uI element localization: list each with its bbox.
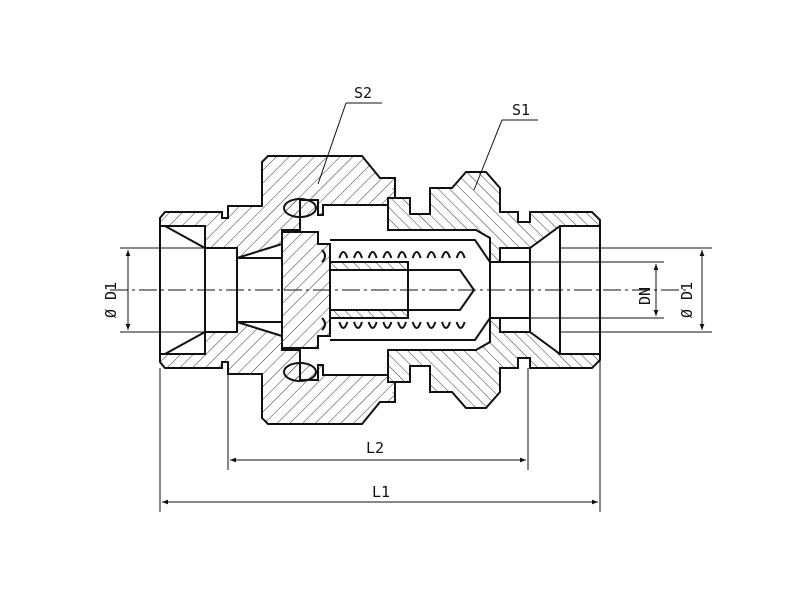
label-d1-left: Ø D1 [102, 282, 120, 318]
bore-lines [237, 257, 530, 323]
spring-coil [367, 321, 378, 329]
dimensions [120, 102, 712, 512]
label-s1: S1 [512, 101, 530, 119]
spring-coil [411, 321, 422, 329]
spring-coil [397, 321, 407, 329]
spring-coil [426, 251, 437, 259]
label-d1-right: Ø D1 [678, 282, 696, 318]
o-rings [283, 198, 317, 382]
poppet-stem-lower [329, 309, 409, 319]
spring-coil [397, 251, 407, 259]
s1-leader [473, 119, 503, 191]
spring-coil [367, 251, 378, 259]
spring [321, 249, 466, 331]
s2-leader [317, 102, 347, 185]
spring-coil [455, 321, 466, 329]
spring-coil [441, 251, 451, 259]
label-l2: L2 [366, 439, 384, 457]
poppet-stem-upper [329, 261, 409, 271]
spring-coil [338, 321, 349, 329]
left-body [159, 155, 396, 425]
spring-coil [382, 251, 393, 259]
label-s2: S2 [354, 84, 372, 102]
o-ring-top [283, 198, 317, 218]
spring-end-coil [321, 317, 326, 331]
spring-coil [441, 321, 451, 329]
label-dn: DN [636, 287, 654, 305]
spring-coil [455, 251, 466, 259]
spring-coil [353, 251, 363, 259]
spring-coil [411, 251, 422, 259]
spring-coil [338, 251, 349, 259]
spring-coil [382, 321, 393, 329]
spring-coil [353, 321, 363, 329]
right-body-lower [387, 317, 601, 409]
spring-end-coil [321, 249, 326, 263]
right-body-upper [387, 171, 601, 263]
o-ring-bottom [283, 362, 317, 382]
spring-coil [426, 321, 437, 329]
label-l1: L1 [372, 483, 390, 501]
